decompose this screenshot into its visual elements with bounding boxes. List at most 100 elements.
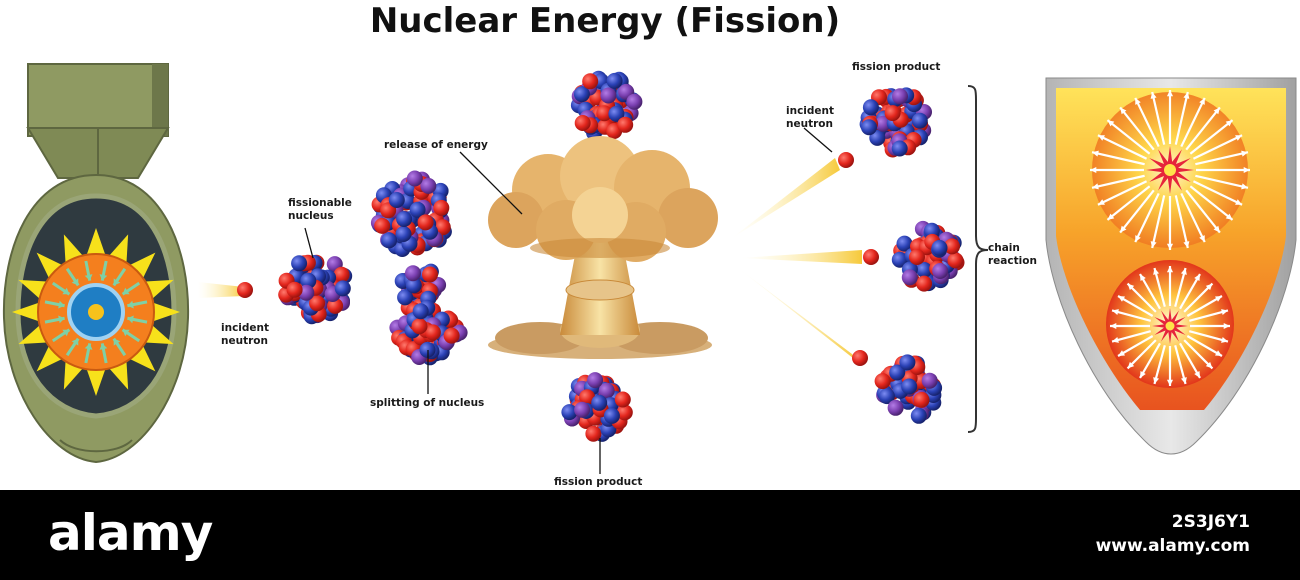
burst-arrow bbox=[1180, 192, 1206, 243]
burst-arrow bbox=[1185, 189, 1221, 234]
nucleon bbox=[286, 281, 303, 298]
brand-logo: alamy bbox=[48, 504, 213, 562]
nucleon bbox=[573, 86, 590, 103]
mushroom-cloud bbox=[488, 136, 718, 359]
nucleon bbox=[561, 404, 578, 421]
burst-arrow-head bbox=[1223, 322, 1230, 330]
page-title: Nuclear Energy (Fission) bbox=[369, 1, 841, 41]
burst-arrow bbox=[1179, 273, 1201, 310]
burst-arrow-head bbox=[1150, 241, 1157, 248]
core-arrow-head bbox=[71, 278, 79, 286]
nucleon bbox=[916, 262, 933, 278]
burst-arrow bbox=[1189, 119, 1234, 155]
burst-arrow-head bbox=[1135, 97, 1141, 105]
nucleon bbox=[596, 105, 613, 122]
burst-arrow bbox=[1119, 189, 1155, 234]
neutron-beam-up bbox=[732, 158, 840, 238]
burst-arrow-head bbox=[1112, 309, 1119, 316]
core-spike bbox=[127, 343, 156, 372]
burst-arrow bbox=[1189, 309, 1229, 322]
nucleon bbox=[417, 214, 434, 231]
core-arrow-head bbox=[84, 343, 93, 350]
label-incident-neutron-right: incident neutron bbox=[786, 105, 835, 130]
nucleon bbox=[874, 373, 891, 390]
burst-arrow-head bbox=[1153, 377, 1160, 384]
nucleon bbox=[916, 275, 933, 292]
burst-arrow-head bbox=[1118, 296, 1126, 302]
burst-arrow-head bbox=[1235, 199, 1243, 205]
burst-arrow-head bbox=[1127, 361, 1135, 369]
nucleon bbox=[947, 252, 964, 269]
nucleon bbox=[409, 201, 426, 218]
nucleon bbox=[395, 226, 412, 242]
chain-reaction-brace bbox=[967, 85, 989, 433]
burst-arrow bbox=[1151, 195, 1166, 249]
burst-arrow bbox=[1192, 180, 1243, 206]
nucleon bbox=[587, 372, 604, 389]
core-arrow-head bbox=[99, 274, 108, 281]
burst-arrow-head bbox=[1225, 213, 1233, 220]
nucleon bbox=[606, 72, 623, 89]
core-arrows bbox=[44, 260, 148, 364]
burst-arrow-head bbox=[1205, 361, 1213, 369]
leader-release-energy bbox=[459, 151, 523, 215]
burst-arrow-head bbox=[1135, 235, 1141, 243]
explosion-burst-bottom bbox=[1110, 266, 1230, 386]
burst-arrow bbox=[1139, 273, 1161, 310]
burst-arrow bbox=[1134, 192, 1160, 243]
burst-arrow-head bbox=[1214, 296, 1222, 302]
burst-arrow bbox=[1091, 151, 1145, 166]
burst-center bbox=[1164, 164, 1176, 176]
burst-arrow bbox=[1186, 335, 1223, 357]
fissionable-nucleus bbox=[278, 254, 353, 325]
burst-arrow bbox=[1153, 345, 1166, 385]
nucleon bbox=[412, 303, 429, 320]
burst-arrow-head bbox=[1199, 235, 1205, 243]
nucleon bbox=[910, 407, 927, 424]
nucleon bbox=[396, 211, 413, 227]
burst-arrow bbox=[1174, 195, 1189, 249]
burst-arrow-head bbox=[1199, 97, 1205, 105]
neutron-down bbox=[852, 350, 868, 366]
nucleon bbox=[405, 265, 421, 282]
nucleon bbox=[574, 115, 591, 131]
burst-arrow-head bbox=[1205, 283, 1213, 291]
neutron-mid bbox=[863, 249, 879, 265]
nucleon bbox=[887, 399, 904, 416]
diagram-stage: Nuclear Energy (Fission) bbox=[2, 1, 1297, 488]
label-fissionable-nucleus: fissionable nucleus bbox=[288, 197, 352, 222]
core-spike bbox=[85, 228, 107, 257]
nucleon bbox=[944, 238, 960, 255]
site-url: www.alamy.com bbox=[1095, 536, 1250, 556]
nucleon bbox=[420, 177, 437, 194]
label-chain-reaction: chain reaction bbox=[988, 242, 1037, 267]
core-spike bbox=[12, 301, 41, 323]
nucleon bbox=[911, 112, 928, 129]
burst-arrow bbox=[1091, 174, 1145, 189]
burst-arrow-head bbox=[1153, 268, 1160, 275]
nucleon bbox=[419, 341, 436, 358]
fission-diagram bbox=[2, 63, 1297, 474]
fission-product-nucleus-bottom bbox=[561, 372, 633, 442]
core-arrow-head bbox=[113, 278, 121, 286]
burst-arrow-head bbox=[1092, 183, 1099, 190]
burst-arrow bbox=[1174, 91, 1189, 145]
burst-arrow-head bbox=[1110, 322, 1117, 330]
burst-arrow bbox=[1185, 106, 1221, 151]
burst-arrow bbox=[1151, 91, 1166, 145]
nucleon bbox=[608, 105, 625, 122]
neutron-beam-down bbox=[738, 268, 858, 362]
burst-arrow-head bbox=[1107, 120, 1115, 127]
burst-arrow bbox=[1174, 345, 1187, 385]
burst-arrow-head bbox=[1180, 268, 1187, 275]
burst-arrow-head bbox=[1166, 379, 1174, 386]
image-id: 2S3J6Y1 bbox=[1171, 512, 1250, 532]
burst-arrow-head bbox=[1221, 336, 1228, 343]
burst-arrow bbox=[1106, 119, 1151, 155]
burst-arrow bbox=[1119, 106, 1155, 151]
burst-arrow-head bbox=[1090, 166, 1097, 174]
burst-arrow bbox=[1192, 134, 1243, 160]
burst-arrow bbox=[1111, 330, 1151, 343]
nucleon bbox=[374, 217, 391, 234]
burst-arrow-head bbox=[1166, 90, 1174, 97]
